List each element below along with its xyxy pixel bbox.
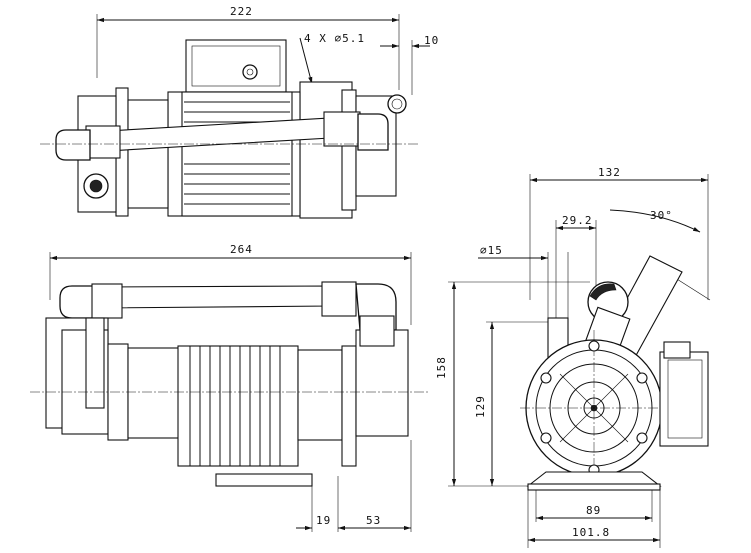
motor-fins-side — [189, 346, 281, 466]
dim-base-offset-53: 53 — [366, 514, 381, 527]
dim-offset-29-2: 29.2 — [562, 214, 593, 227]
dim-mount-holes: 4 X ∅5.1 — [304, 32, 365, 45]
dim-foot-89: 89 — [586, 504, 601, 517]
dim-base-offset-19: 19 — [316, 514, 331, 527]
dim-overall-height: 158 — [435, 356, 448, 379]
side-view: 264 — [30, 243, 430, 532]
dim-top-width: 222 — [230, 5, 253, 18]
motor-fins-top — [184, 101, 290, 205]
dim-axis-height: 129 — [474, 395, 487, 418]
top-view: 222 4 X ∅5.1 10 — [40, 5, 439, 219]
dim-port-diameter: ∅15 — [480, 244, 503, 257]
dim-foot-101-8: 101.8 — [572, 526, 610, 539]
end-view: 132 29.2 30° ∅15 158 129 — [435, 166, 711, 548]
dim-side-length: 264 — [230, 243, 253, 256]
dim-end-width: 132 — [598, 166, 621, 179]
dim-flange-offset: 10 — [424, 34, 439, 47]
dim-angle: 30° — [650, 209, 673, 222]
